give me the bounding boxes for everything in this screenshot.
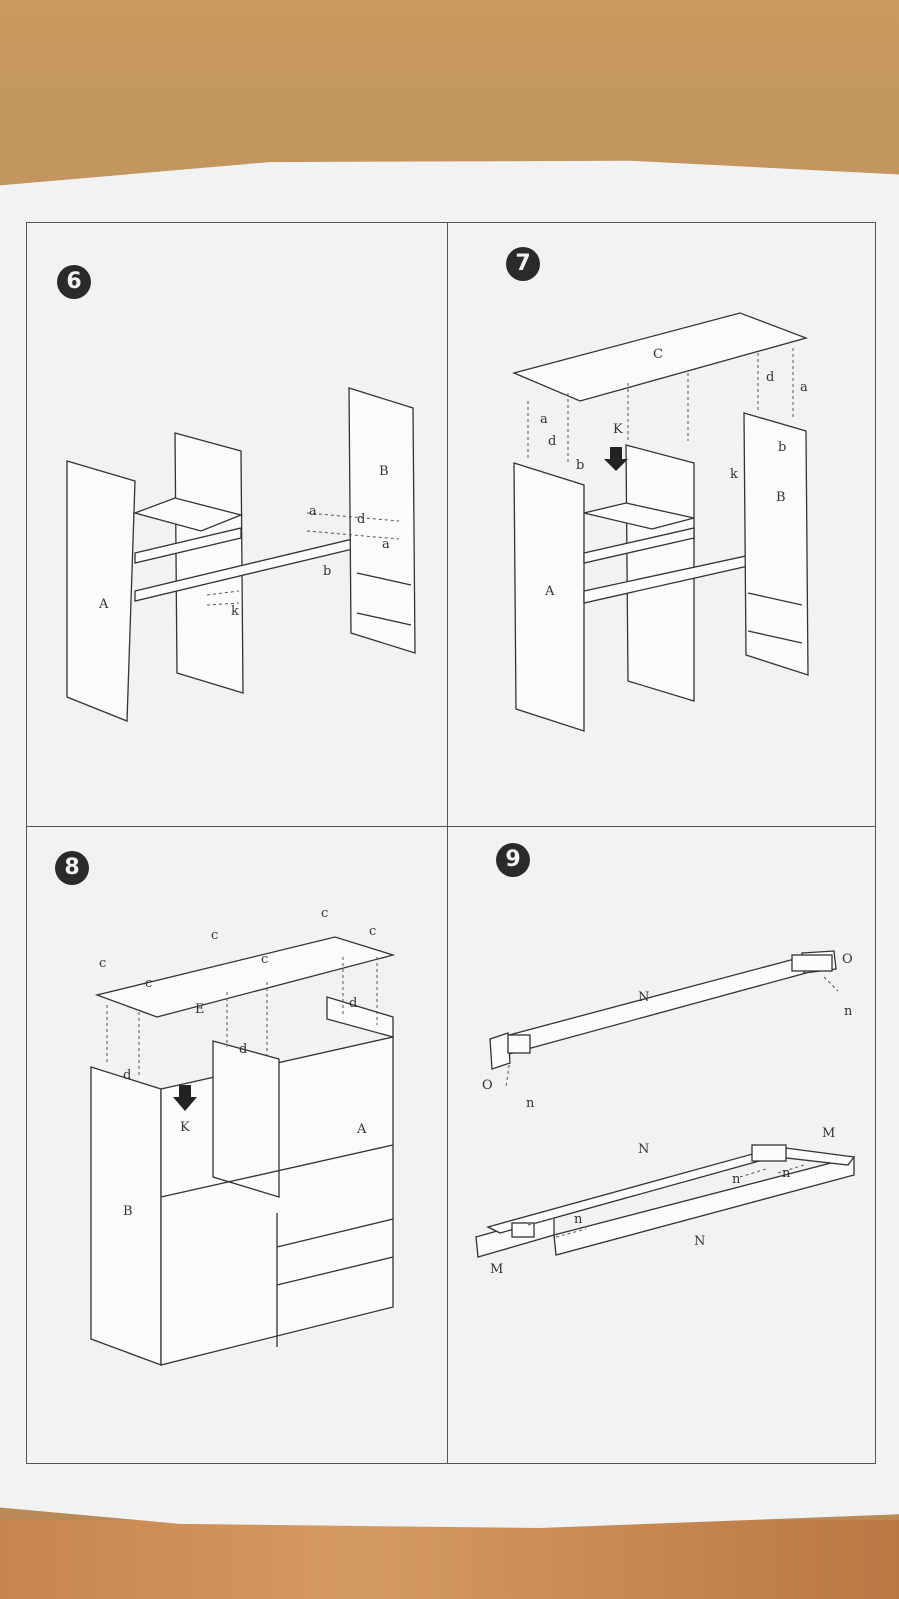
step-9-panel: 9 N O O n n M N — [448, 827, 875, 1463]
step-8-diagram: c c c c c c E K B A d d d — [90, 906, 396, 1366]
step-7-panel: 7 C K A B — [448, 223, 875, 827]
label-c-screw-1: c — [99, 956, 106, 971]
label-c-screw-6: c — [369, 924, 376, 939]
label-o-bracket-left: O — [482, 1078, 493, 1093]
step-9-diagram: N O O n n M N N M n n n — [475, 950, 856, 1277]
label-a-screw-2: a — [382, 537, 390, 552]
label-d-dowel-1: d — [123, 1068, 131, 1083]
label-k-arrow: K — [613, 422, 623, 437]
label-a-panel: A — [544, 584, 555, 599]
label-o-bracket-right: O — [842, 952, 853, 967]
label-n-screw-2: n — [844, 1004, 853, 1019]
label-n-rail-top: N — [638, 990, 649, 1005]
step-7-number: 7 — [506, 247, 540, 281]
assembly-steps-grid: 6 A B a a d b k — [26, 222, 876, 1464]
step-8-panel: 8 c c c c c — [27, 827, 448, 1463]
label-a-screw-2: a — [800, 380, 808, 395]
label-d-dowel: d — [357, 512, 365, 527]
label-n-rail-front: N — [694, 1234, 705, 1249]
label-b-cam: b — [576, 458, 584, 473]
table-surface — [0, 1520, 899, 1599]
label-k-fitting: k — [730, 467, 738, 482]
label-a-screw: a — [540, 412, 548, 427]
label-d-dowel-2: d — [766, 370, 774, 385]
label-c-screw-5: c — [321, 906, 328, 921]
label-c-screw-2: c — [145, 976, 152, 991]
step-8-number: 8 — [55, 851, 89, 885]
label-c-top: C — [653, 347, 663, 362]
label-m-frame-right: M — [822, 1126, 835, 1141]
label-n-screw-4: n — [782, 1166, 791, 1181]
step-6-number: 6 — [57, 265, 91, 299]
label-m-frame-left: M — [490, 1262, 503, 1277]
label-b-panel: B — [123, 1204, 133, 1219]
step-7-diagram: C K A B a d b k d a b — [512, 312, 809, 732]
label-c-screw-3: c — [211, 928, 218, 943]
label-n-screw-5: n — [574, 1212, 583, 1227]
label-a-panel: A — [356, 1122, 367, 1137]
label-a-panel: A — [98, 597, 109, 612]
label-e-top: E — [195, 1002, 205, 1017]
label-d-dowel: d — [548, 434, 556, 449]
label-b-cam-2: b — [778, 440, 786, 455]
label-b-cam: b — [323, 564, 331, 579]
step-9-number: 9 — [496, 843, 530, 877]
step-6-panel: 6 A B a a d b k — [27, 223, 448, 827]
label-d-dowel-2: d — [239, 1042, 247, 1057]
label-n-screw-3: n — [732, 1172, 741, 1187]
label-b-panel: B — [776, 490, 786, 505]
label-k-fitting: k — [231, 604, 239, 619]
label-d-dowel-3: d — [349, 996, 357, 1011]
label-k-arrow: K — [180, 1120, 190, 1135]
label-n-rail-back: N — [638, 1142, 649, 1157]
label-b-panel: B — [379, 464, 389, 479]
label-n-screw-1: n — [526, 1096, 535, 1111]
label-a-screw: a — [309, 504, 317, 519]
label-c-screw-4: c — [261, 952, 268, 967]
step-6-diagram: A B a a d b k — [66, 387, 416, 722]
